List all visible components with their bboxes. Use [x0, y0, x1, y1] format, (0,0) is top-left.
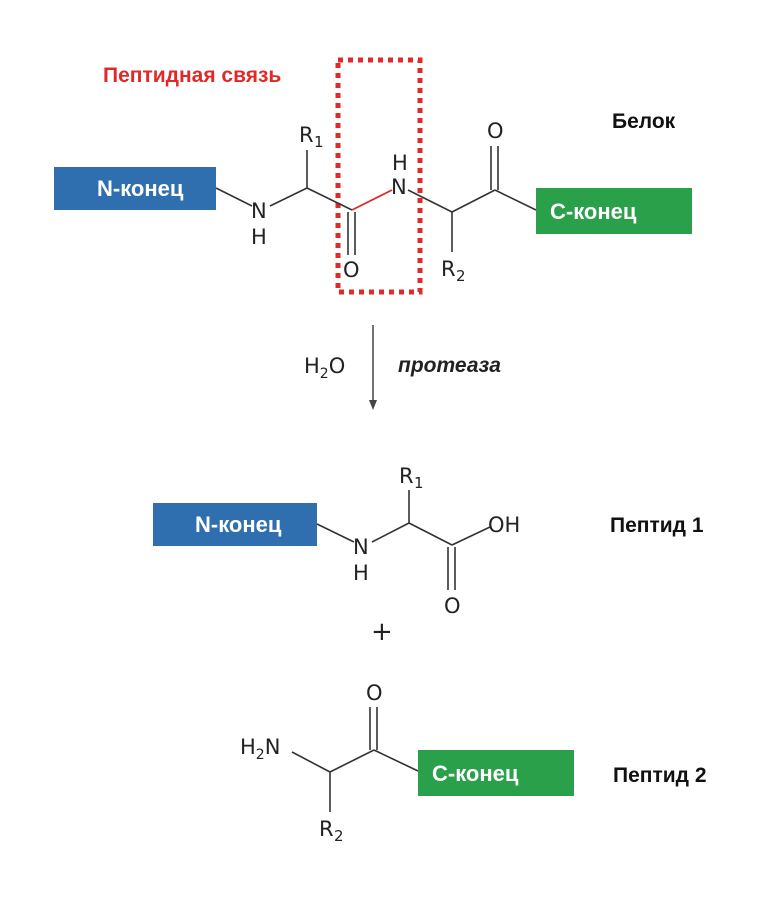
bond-ca2-to-carbonyl2: [451, 189, 496, 213]
p1-atom-o: O: [444, 594, 461, 618]
p1-atom-r1-sub: 1: [414, 474, 424, 492]
atom-r2-top-sub: 2: [456, 267, 466, 285]
p2-atom-r2: R: [319, 817, 334, 841]
peptide2-structure: H2N O R 2 C-конец Пептид 2: [240, 681, 707, 845]
p2-bond-c-to-box: [373, 749, 419, 772]
reaction-arrow-head: [369, 400, 377, 410]
bond-carbonyl2-to-c-box: [494, 189, 537, 211]
atom-r1-top-sub: 1: [314, 133, 324, 151]
p1-atom-oh: OH: [488, 513, 520, 537]
reaction-arrow-group: H2O протеаза: [304, 325, 501, 410]
c-terminus-label-top: C-конец: [550, 199, 637, 224]
c-terminus-label-bottom: C-конец: [432, 761, 519, 786]
peptide2-label: Пептид 2: [613, 764, 707, 787]
atom-h-amide2: H: [392, 151, 408, 175]
n-terminus-box-bottom: [153, 503, 317, 546]
p1-bond-c-to-oh: [451, 526, 491, 546]
c-terminus-box-bottom: [418, 750, 574, 796]
p2-bond-ca-to-c: [329, 749, 375, 773]
n-terminus-box-top: [54, 167, 216, 210]
bond-ca1-to-carbonyl: [306, 187, 353, 211]
p2-atom-h2n: H2N: [240, 735, 280, 763]
p1-bond-nh-to-ca: [371, 522, 410, 543]
p1-atom-r1: R: [399, 464, 414, 488]
atom-n-amide2: N: [391, 175, 407, 199]
peptide-bond-title: Пептидная связь: [103, 64, 281, 87]
bond-n-to-ca2: [407, 189, 453, 213]
bond-n-box-to-nh: [215, 187, 253, 207]
atom-o-carbonyl1: O: [343, 258, 360, 282]
p1-atom-n: N: [353, 535, 369, 559]
atom-n-amide1: N: [251, 199, 267, 223]
bond-nh-to-ca1: [269, 187, 308, 207]
p1-atom-h: H: [353, 561, 369, 585]
protease-label: протеаза: [398, 354, 501, 377]
bond-peptide-c-n: [351, 189, 393, 211]
peptide-bond-highlight: [335, 57, 423, 295]
p2-atom-o: O: [366, 681, 383, 705]
peptide1-structure: N-конец N H R 1 OH O Пептид 1: [153, 464, 704, 618]
p2-bond-nh2-to-ca: [291, 751, 331, 773]
atom-o-carbonyl2: O: [487, 119, 504, 143]
p1-bond-box-to-nh: [316, 523, 355, 543]
peptide1-label: Пептид 1: [610, 514, 704, 537]
atom-r2-top: R: [441, 257, 456, 281]
p1-bond-ca-to-c: [408, 522, 453, 546]
n-terminus-label-top: N-конец: [97, 176, 184, 201]
atom-r1-top: R: [299, 123, 314, 147]
plus-sign: +: [371, 617, 393, 647]
c-terminus-box-top: [536, 188, 692, 234]
n-terminus-label-bottom: N-конец: [195, 512, 282, 537]
water-label: H2O: [304, 354, 345, 382]
protein-label: Белок: [612, 110, 676, 133]
atom-h-amide1: H: [251, 225, 267, 249]
p2-atom-r2-sub: 2: [334, 827, 344, 845]
protein-structure: Пептидная связь Белок N-конец N H R 1 O …: [54, 57, 692, 295]
